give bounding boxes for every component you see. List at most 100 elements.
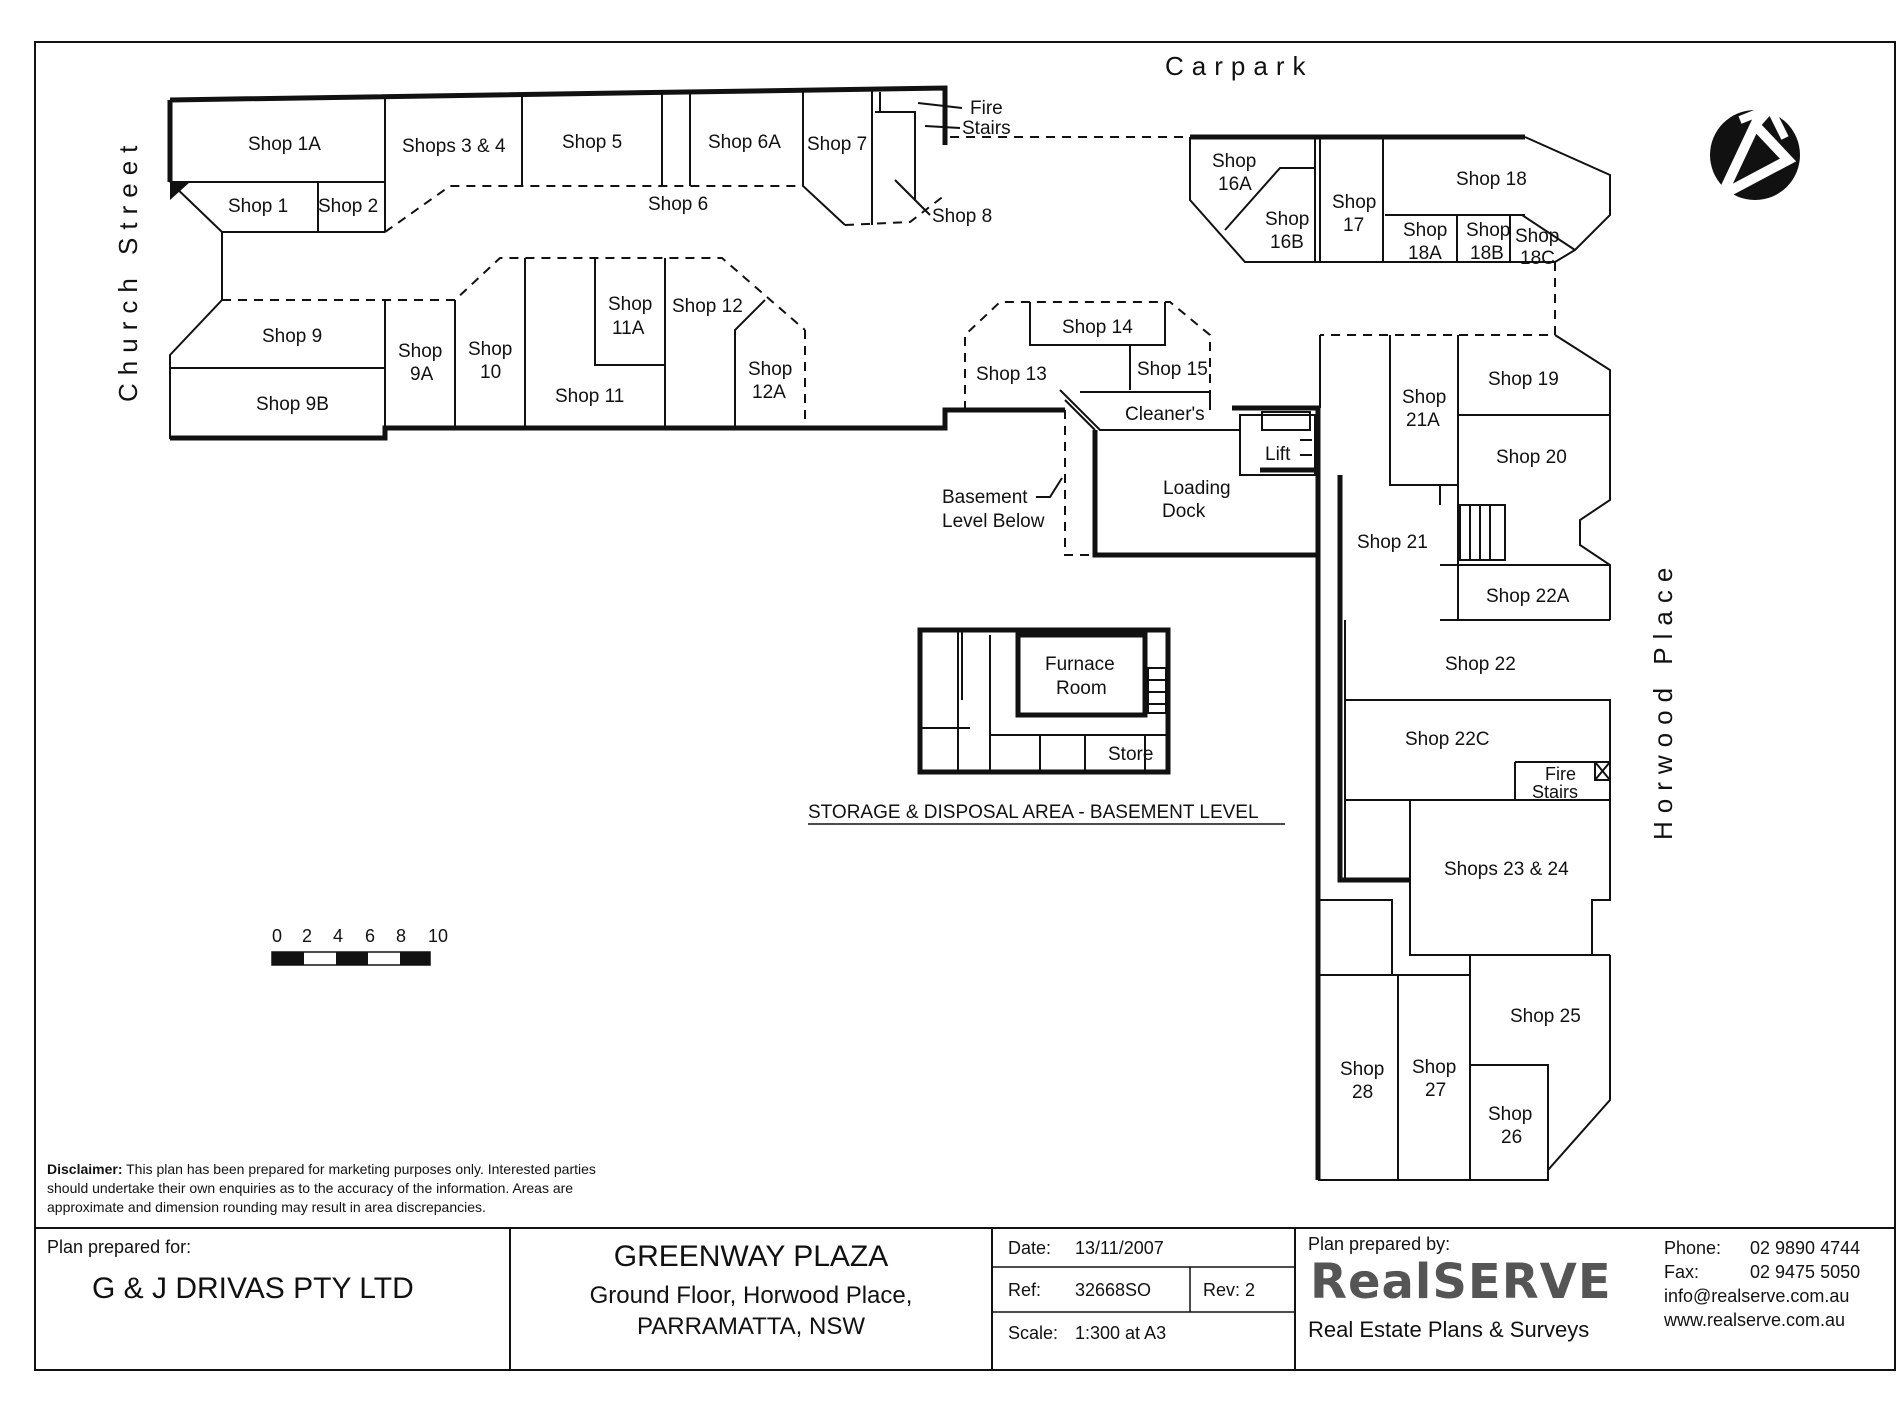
shop-28-label-1: Shop	[1340, 1059, 1384, 1080]
disclaimer: Disclaimer: This plan has been prepared …	[47, 1160, 637, 1217]
shop-18b-label-2: 18B	[1470, 243, 1504, 264]
fire-stairs-top-label-1: Fire	[970, 98, 1003, 119]
scale-tick-8: 8	[396, 926, 406, 946]
shop-6-label: Shop 6	[648, 194, 708, 215]
scale-tick-0: 0	[272, 926, 282, 946]
top-left-walls	[167, 85, 1190, 233]
basement-storage-walls	[917, 627, 1171, 775]
basement-below-label-1: Basement	[942, 487, 1028, 508]
email-link[interactable]: info@realserve.com.au	[1664, 1286, 1850, 1306]
shop-16a-label-1: Shop	[1212, 151, 1256, 172]
shop-19-label: Shop 19	[1488, 369, 1559, 390]
north-arrow-icon	[1710, 102, 1800, 207]
date-label: Date:	[1008, 1238, 1052, 1258]
scale-tick-2: 2	[302, 926, 312, 946]
date-value: 13/11/2007	[1075, 1238, 1164, 1258]
rev-label: Rev:	[1203, 1280, 1241, 1300]
scale-value: 1:300 at A3	[1075, 1323, 1167, 1343]
basement-title: STORAGE & DISPOSAL AREA - BASEMENT LEVEL	[808, 802, 1259, 823]
shop-11-label: Shop 11	[555, 386, 624, 407]
fire-stairs-right-label-1: Fire	[1545, 764, 1576, 784]
shop-18c-label-2: 18C	[1520, 248, 1555, 269]
company-tagline: Real Estate Plans & Surveys	[1308, 1317, 1590, 1342]
cleaners-label: Cleaner's	[1125, 404, 1205, 425]
shop-21-label: Shop 21	[1357, 532, 1428, 553]
furnace-room-label-1: Furnace	[1045, 654, 1115, 675]
disclaimer-heading: Disclaimer:	[47, 1161, 123, 1177]
disclaimer-body: This plan has been prepared for marketin…	[47, 1161, 596, 1215]
shop-22-label: Shop 22	[1445, 654, 1516, 675]
shop-16b-label-2: 16B	[1270, 232, 1304, 253]
website-link[interactable]: www.realserve.com.au	[1664, 1310, 1846, 1330]
shop-7-label: Shop 7	[807, 134, 867, 155]
title-block-frame	[34, 1227, 1896, 1371]
shop-8-label: Shop 8	[932, 206, 992, 227]
shop-15-label: Shop 15	[1137, 359, 1208, 380]
rev-value: 2	[1245, 1280, 1256, 1300]
shop-9b-label: Shop 9B	[256, 394, 329, 415]
client-name: G & J DRIVAS PTY LTD	[92, 1272, 414, 1305]
fax-label: Fax:	[1664, 1262, 1700, 1282]
shop-21a-label-1: Shop	[1402, 387, 1446, 408]
realserve-logo: RealSERVE	[1310, 1254, 1612, 1310]
middle-left-walls	[169, 232, 1065, 441]
shop-16a-label-2: 16A	[1218, 174, 1252, 195]
shop-14-label: Shop 14	[1062, 317, 1133, 338]
carpark-label: Carpark	[1165, 51, 1313, 81]
scale-label: Scale:	[1008, 1323, 1059, 1343]
church-street-label: Church Street	[113, 138, 143, 402]
fax-value: 02 9475 5050	[1750, 1262, 1861, 1282]
scale-tick-4: 4	[333, 926, 343, 946]
shop-labels: Shop 1A Shop 1 Shop 2 Shops 3 & 4 Shop 5…	[228, 132, 1581, 1148]
shop-9-label: Shop 9	[262, 326, 322, 347]
shop-26-label-2: 26	[1501, 1127, 1522, 1148]
shop-16b-label-1: Shop	[1265, 209, 1309, 230]
top-right-walls	[1189, 134, 1611, 336]
ref-label: Ref:	[1008, 1280, 1042, 1300]
shop-2-label: Shop 2	[318, 196, 378, 217]
basement-below-label-2: Level Below	[942, 511, 1045, 532]
fire-stairs-right-label-2: Stairs	[1532, 782, 1578, 802]
shop-17-label-2: 17	[1343, 215, 1364, 236]
shop-9a-label-1: Shop	[398, 341, 442, 362]
scale-tick-10: 10	[428, 926, 448, 946]
fire-stairs-top-label-2: Stairs	[962, 118, 1011, 139]
shop-8-leader	[894, 179, 931, 216]
shop-21a-label-2: 21A	[1406, 410, 1440, 431]
project-title: GREENWAY PLAZA	[613, 1240, 889, 1273]
loading-dock-label-2: Dock	[1162, 501, 1206, 522]
shop-13-label: Shop 13	[976, 364, 1047, 385]
lift-label: Lift	[1265, 444, 1291, 465]
shop-1a-label: Shop 1A	[248, 134, 321, 155]
shop-10-label-1: Shop	[468, 339, 512, 360]
store-label: Store	[1108, 744, 1153, 765]
shop-18b-label-1: Shop	[1466, 220, 1510, 241]
shop-11a-label-1: Shop	[608, 294, 652, 315]
phone-value: 02 9890 4744	[1750, 1238, 1861, 1258]
shop-20-label: Shop 20	[1496, 447, 1567, 468]
shop-6a-label: Shop 6A	[708, 132, 781, 153]
shop-25-label: Shop 25	[1510, 1006, 1581, 1027]
basement-leader	[1036, 477, 1063, 498]
shop-1-label: Shop 1	[228, 196, 288, 217]
shop-18a-label-1: Shop	[1403, 220, 1447, 241]
shop-26-label-1: Shop	[1488, 1104, 1532, 1125]
prepared-for-label: Plan prepared for:	[47, 1237, 192, 1257]
fire-stairs-leader	[917, 102, 963, 129]
shop-27-label-2: 27	[1425, 1080, 1446, 1101]
shop-18-label: Shop 18	[1456, 169, 1527, 190]
shop-11a-label-2: 11A	[612, 318, 645, 339]
loading-dock-label-1: Loading	[1163, 478, 1231, 499]
shop-28-label-2: 28	[1352, 1082, 1373, 1103]
prepared-by-label: Plan prepared by:	[1308, 1234, 1451, 1254]
shop-12-label: Shop 12	[672, 296, 743, 317]
shop-22c-label: Shop 22C	[1405, 729, 1490, 750]
furnace-room-label-2: Room	[1056, 678, 1107, 699]
shop-22a-label: Shop 22A	[1486, 586, 1570, 607]
shop-9a-label-2: 9A	[410, 364, 434, 385]
shop-18a-label-2: 18A	[1408, 243, 1442, 264]
shop-5-label: Shop 5	[562, 132, 622, 153]
shop-27-label-1: Shop	[1412, 1057, 1456, 1078]
scale-bar: 0 2 4 6 8 10	[271, 926, 448, 966]
